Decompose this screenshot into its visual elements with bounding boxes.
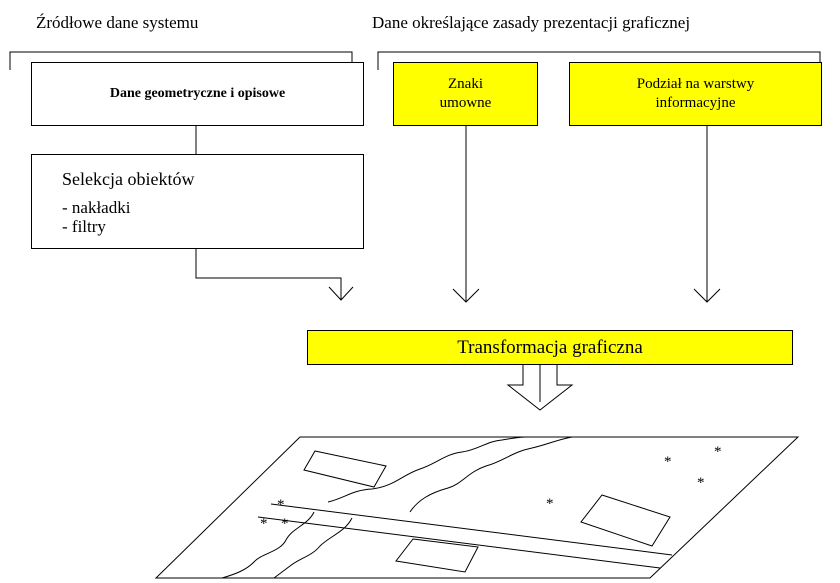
map-asterisk: * (664, 454, 672, 470)
header-presentation-rules: Dane określające zasady prezentacji graf… (372, 13, 691, 32)
symbols-label-line-2: umowne (439, 95, 492, 111)
geometric-data-label: Dane geometryczne i opisowe (109, 86, 286, 101)
arrowhead-layers (693, 288, 721, 303)
arrowhead-selection (328, 286, 354, 301)
layers-box: Podział na warstwy informacyjne (569, 62, 822, 126)
river-lower-bank-right (273, 517, 353, 579)
map-asterisk: * (714, 444, 722, 460)
map-asterisk: * (281, 516, 289, 532)
selection-title: Selekcja obiektów (62, 169, 195, 189)
source-data-bracket (9, 51, 353, 70)
symbols-label-line-1: Znaki (448, 76, 483, 92)
map-asterisk: * (277, 497, 285, 513)
road-edge-top (270, 503, 673, 556)
symbols-box: Znaki umowne (393, 62, 538, 126)
selection-item-filters: - filtry (62, 217, 106, 236)
building-top-left (303, 450, 387, 488)
map-asterisk: * (260, 516, 268, 532)
map-sheet-outline (154, 436, 800, 579)
building-right (580, 494, 671, 547)
selection-box: Selekcja obiektów - nakładki - filtry (31, 154, 364, 249)
selection-item-overlays: - nakładki (62, 198, 131, 217)
road-edge-bottom (257, 516, 661, 569)
layers-label-line-1: Podział na warstwy (636, 76, 755, 92)
layers-label-line-2: informacyjne (655, 95, 736, 111)
hollow-down-arrow (506, 365, 574, 411)
map-illustration (154, 436, 800, 579)
arrowhead-symbols (452, 288, 480, 303)
transformation-box: Transformacja graficzna (307, 330, 793, 365)
transformation-label: Transformacja graficzna (457, 336, 643, 358)
river-upper-bank-top (327, 436, 527, 503)
river-upper-bank-bottom (409, 436, 573, 513)
river-lower-bank-left (221, 511, 315, 579)
map-asterisk: * (697, 475, 705, 491)
presentation-rules-bracket (377, 51, 821, 70)
header-source-data: Źródłowe dane systemu (36, 13, 199, 32)
map-asterisk: * (546, 496, 554, 512)
connector-selection-to-transformation (195, 249, 342, 300)
geometric-data-box: Dane geometryczne i opisowe (31, 62, 364, 126)
building-bottom (395, 538, 479, 573)
